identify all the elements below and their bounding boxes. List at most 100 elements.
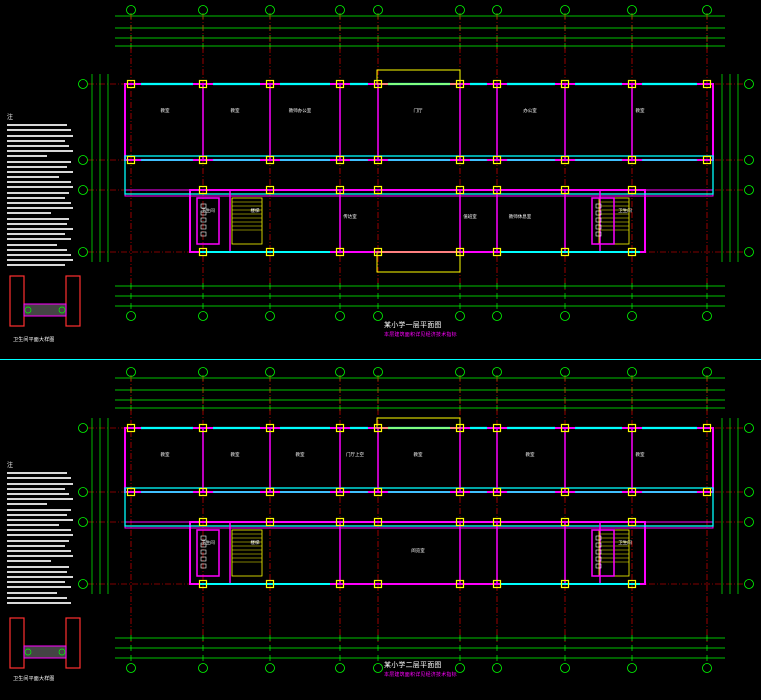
toilet-block xyxy=(196,197,220,245)
structural-column xyxy=(373,185,383,195)
note-text-mark xyxy=(7,202,71,205)
note-text-mark xyxy=(7,498,73,501)
fixture xyxy=(595,542,602,548)
caption-title: 某小学二层平面图 xyxy=(384,661,442,669)
structural-column xyxy=(373,487,383,497)
structural-column xyxy=(126,423,136,433)
room-label: 值班室 xyxy=(463,213,477,220)
structural-column xyxy=(198,487,208,497)
structural-column xyxy=(455,517,465,527)
structural-column xyxy=(627,155,637,165)
fixture xyxy=(595,224,602,230)
structural-column xyxy=(335,79,345,89)
axis-bubble xyxy=(744,79,754,89)
caption-title: 某小学一层平面图 xyxy=(384,321,442,329)
room-label: 楼梯 xyxy=(251,207,260,214)
structural-column xyxy=(265,155,275,165)
structural-column xyxy=(492,487,502,497)
note-text-mark xyxy=(7,238,71,241)
fixture xyxy=(200,535,207,541)
note-line xyxy=(7,247,79,252)
note-line xyxy=(7,184,79,189)
structural-column xyxy=(560,517,570,527)
axis-bubble xyxy=(126,311,136,321)
fixture xyxy=(200,224,207,230)
structural-column xyxy=(335,247,345,257)
note-line xyxy=(7,532,79,537)
note-text-mark xyxy=(7,586,71,589)
structural-column xyxy=(198,185,208,195)
axis-bubble xyxy=(744,185,754,195)
room-label: 办公室 xyxy=(523,107,537,114)
note-line xyxy=(7,242,79,247)
note-text-mark xyxy=(7,544,65,547)
note-text-mark xyxy=(7,207,73,210)
note-text-mark xyxy=(7,477,71,480)
note-text-mark xyxy=(7,253,71,256)
fixture xyxy=(200,217,207,223)
note-line xyxy=(7,548,79,553)
structural-column xyxy=(373,579,383,589)
note-line xyxy=(7,231,79,236)
structural-column xyxy=(265,517,275,527)
axis-bubble xyxy=(78,79,88,89)
structural-column xyxy=(702,79,712,89)
detail-fixture xyxy=(23,645,67,659)
room-label: 教室 xyxy=(161,451,170,458)
structural-column xyxy=(627,247,637,257)
note-text-mark xyxy=(7,539,69,542)
note-line xyxy=(7,143,79,148)
structural-column xyxy=(126,79,136,89)
detail-wall xyxy=(9,617,25,669)
fixture xyxy=(595,231,602,237)
note-line xyxy=(7,507,79,512)
structural-column xyxy=(627,579,637,589)
detail-wall xyxy=(9,275,25,327)
note-line xyxy=(7,257,79,262)
detail-caption: 卫生间平面大样图 xyxy=(13,676,55,682)
note-text-mark xyxy=(7,264,65,267)
note-text-mark xyxy=(7,524,59,527)
axis-bubble xyxy=(78,247,88,257)
entrance-steps xyxy=(376,251,461,273)
structural-column xyxy=(265,185,275,195)
fixture xyxy=(200,549,207,555)
note-line xyxy=(7,127,79,132)
room-label: 教室 xyxy=(636,451,645,458)
plan-caption-upper: 某小学一层平面图 本层建筑面积详见经济技术指标 xyxy=(384,320,457,338)
structural-column xyxy=(455,579,465,589)
structural-column xyxy=(373,155,383,165)
structural-column xyxy=(492,185,502,195)
structural-column xyxy=(198,155,208,165)
structural-column xyxy=(335,487,345,497)
note-line xyxy=(7,195,79,200)
structural-column xyxy=(560,247,570,257)
axis-bubble xyxy=(744,517,754,527)
note-text-mark xyxy=(7,508,71,511)
axis-bubble xyxy=(744,155,754,165)
note-text-mark xyxy=(7,581,65,584)
note-line xyxy=(7,558,79,563)
note-line xyxy=(7,216,79,221)
axis-bubble xyxy=(492,311,502,321)
detail-group xyxy=(9,275,81,669)
axis-bubble xyxy=(24,648,32,656)
note-text-mark xyxy=(7,248,67,251)
room-label: 卫生间 xyxy=(618,207,632,214)
plan-lower: 教室教室教室门厅上空教室教室教室楼梯卫生间卫生间阅览室 xyxy=(78,367,754,673)
note-line xyxy=(7,512,79,517)
note-text-mark xyxy=(7,124,67,127)
note-text-mark xyxy=(7,191,69,194)
note-line xyxy=(7,133,79,138)
toilet-block xyxy=(196,529,220,577)
note-text-mark xyxy=(7,575,73,578)
fixture xyxy=(595,217,602,223)
room-label: 教室 xyxy=(296,451,305,458)
structural-column xyxy=(198,517,208,527)
note-text-mark xyxy=(7,243,57,246)
structural-column xyxy=(627,423,637,433)
note-text-mark xyxy=(7,529,71,532)
fixture xyxy=(595,556,602,562)
axis-bubble xyxy=(744,487,754,497)
